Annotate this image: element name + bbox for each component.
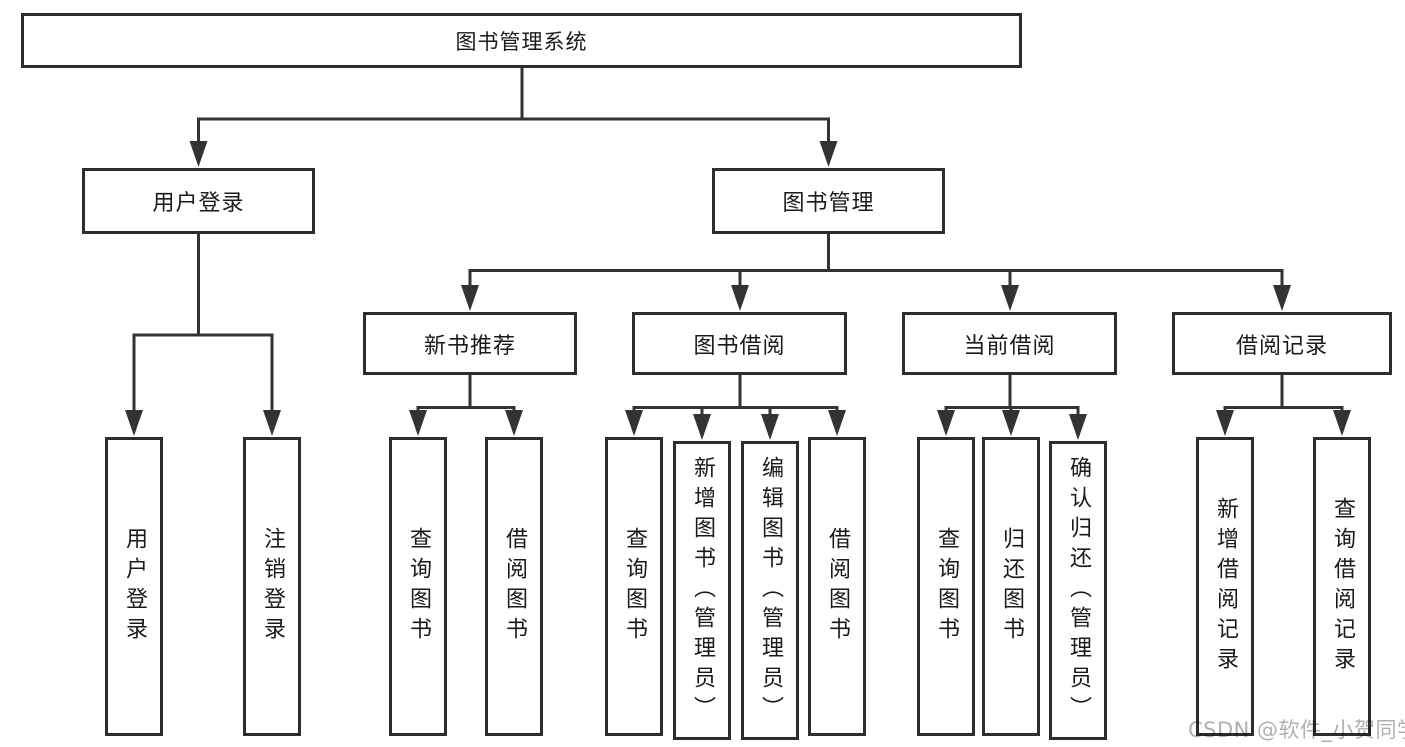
arrow-down-icon [1002, 410, 1020, 436]
arrow-down-icon [761, 414, 779, 440]
leaf-newbook-query-book: 查询图书 [389, 437, 447, 736]
leaf-current-return-book: 归还图书 [982, 437, 1040, 736]
leaf-current-confirm-return-admin: 确认归还（管理员） [1049, 441, 1107, 740]
arrow-down-icon [625, 410, 643, 436]
leaf-borrowing-query-book: 查询图书 [605, 437, 663, 736]
arrow-down-icon [263, 410, 281, 436]
arrow-down-icon [125, 410, 143, 436]
arrow-down-icon [505, 410, 523, 436]
arrow-down-icon [693, 414, 711, 440]
arrow-down-icon [1216, 410, 1234, 436]
node-book-borrowing: 图书借阅 [632, 312, 847, 375]
leaf-borrowing-borrow-book: 借阅图书 [808, 437, 866, 736]
arrow-down-icon [937, 410, 955, 436]
node-current-borrowing: 当前借阅 [902, 312, 1117, 375]
leaf-borrowing-add-book-admin: 新增图书（管理员） [673, 441, 731, 740]
leaf-records-query-record: 查询借阅记录 [1313, 437, 1371, 736]
node-book-management: 图书管理 [712, 168, 945, 234]
leaf-borrowing-edit-book-admin: 编辑图书（管理员） [741, 441, 799, 740]
arrow-down-icon [1333, 410, 1351, 436]
arrow-down-icon [409, 410, 427, 436]
arrow-down-icon [819, 141, 838, 167]
leaf-newbook-borrow-book: 借阅图书 [485, 437, 543, 736]
arrow-down-icon [828, 410, 846, 436]
node-new-book-recommend: 新书推荐 [363, 312, 577, 375]
arrow-down-icon [1273, 285, 1291, 311]
arrow-down-icon [731, 285, 749, 311]
leaf-user-login: 用户登录 [105, 437, 163, 736]
leaf-records-add-record: 新增借阅记录 [1196, 437, 1254, 736]
node-root: 图书管理系统 [21, 13, 1022, 68]
csdn-watermark: CSDN @软件_小贺同学 [1188, 718, 1405, 742]
arrow-down-icon [1069, 414, 1087, 440]
arrow-down-icon [1001, 285, 1019, 311]
node-user-login: 用户登录 [82, 168, 315, 234]
arrow-down-icon [189, 141, 208, 167]
arrow-down-icon [461, 285, 479, 311]
leaf-current-query-book: 查询图书 [917, 437, 975, 736]
arrowheads [125, 141, 1351, 440]
leaf-logout: 注销登录 [243, 437, 301, 736]
node-borrowing-records: 借阅记录 [1172, 312, 1392, 375]
